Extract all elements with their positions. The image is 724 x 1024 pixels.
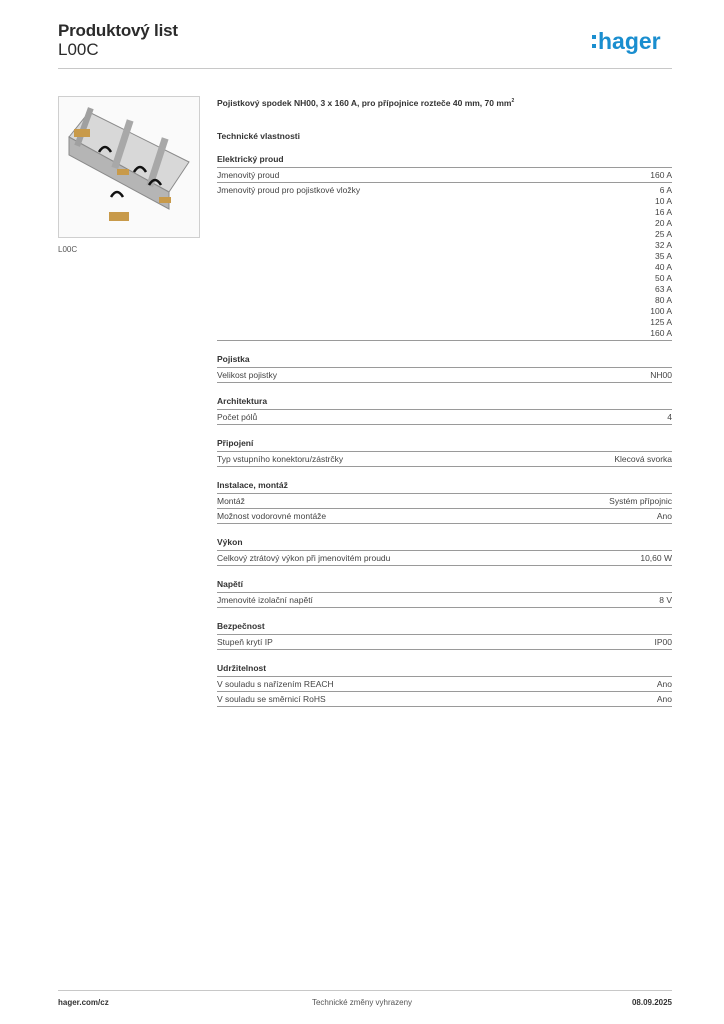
- property-value: 160 A: [650, 328, 672, 338]
- property-value: 10,60 W: [640, 553, 672, 563]
- property-value: 32 A: [654, 240, 672, 250]
- property-value: 16 A: [654, 207, 672, 217]
- section-title: Připojení: [217, 438, 672, 452]
- section-title: Udržitelnost: [217, 663, 672, 677]
- image-caption: L00C: [58, 245, 78, 254]
- property-value: 25 A: [654, 229, 672, 239]
- property-value: 6 A: [659, 185, 672, 195]
- property-row: Montáž Systém přípojnic: [217, 494, 672, 509]
- section-title: Elektrický proud: [217, 154, 672, 168]
- property-value: 160 A: [650, 170, 672, 180]
- property-values: Ano: [657, 694, 672, 705]
- property-row: V souladu s nařízením REACH Ano: [217, 677, 672, 692]
- property-row: Stupeň krytí IP IP00: [217, 635, 672, 650]
- property-value: 125 A: [650, 317, 672, 327]
- property-value: 100 A: [650, 306, 672, 316]
- footer-website: hager.com/cz: [58, 998, 109, 1007]
- property-label: Počet pólů: [217, 412, 258, 422]
- property-label: Celkový ztrátový výkon při jmenovitém pr…: [217, 553, 391, 563]
- property-values: 8 V: [659, 595, 672, 606]
- header-divider: [58, 68, 672, 69]
- property-value: 4: [667, 412, 672, 422]
- property-value: Ano: [656, 694, 672, 704]
- property-row: Jmenovitý proud pro pojistkové vložky 6 A…: [217, 183, 672, 341]
- property-value: Klecová svorka: [614, 454, 672, 464]
- product-details: Pojistkový spodek NH00, 3 x 160 A, pro p…: [217, 95, 672, 707]
- section-title: Architektura: [217, 396, 672, 410]
- property-value: 10 A: [654, 196, 672, 206]
- section-title: Výkon: [217, 537, 672, 551]
- property-row: Typ vstupního konektoru/zástrčky Klecová …: [217, 452, 672, 467]
- property-value: 80 A: [654, 295, 672, 305]
- fuse-base-picture: [68, 107, 190, 221]
- property-label: Typ vstupního konektoru/zástrčky: [217, 454, 344, 464]
- property-value: 40 A: [654, 262, 672, 272]
- property-row: Možnost vodorovné montáže Ano: [217, 509, 672, 524]
- property-value: Ano: [656, 679, 672, 689]
- property-values: Ano: [657, 511, 672, 522]
- property-row: Celkový ztrátový výkon při jmenovitém pr…: [217, 551, 672, 566]
- property-value: IP00: [654, 637, 673, 647]
- section-title: Napětí: [217, 579, 672, 593]
- section-title: Pojistka: [217, 354, 672, 368]
- property-value: 63 A: [654, 284, 672, 294]
- property-row: V souladu se směrnicí RoHS Ano: [217, 692, 672, 707]
- property-values: NH00: [650, 370, 672, 381]
- product-image: [58, 96, 200, 238]
- footer-date: 08.09.2025: [631, 998, 672, 1007]
- product-code: L00C: [58, 40, 99, 59]
- technical-properties-title: Technické vlastnosti: [217, 131, 300, 141]
- property-label: Jmenovitý proud: [217, 170, 280, 180]
- property-values: Systém přípojnic: [609, 496, 672, 507]
- property-value: 35 A: [654, 251, 672, 261]
- property-values: 160 A: [650, 170, 672, 181]
- property-values: IP00: [655, 637, 673, 648]
- property-label: Jmenovitý proud pro pojistkové vložky: [217, 185, 361, 195]
- footer-divider: [58, 990, 672, 991]
- property-label: V souladu se směrnicí RoHS: [217, 694, 326, 704]
- property-label: Stupeň krytí IP: [217, 637, 273, 647]
- section-title: Instalace, montáž: [217, 480, 672, 494]
- property-value: NH00: [650, 370, 672, 380]
- footer-note: Technické změny vyhrazeny: [311, 998, 413, 1007]
- property-row: Počet pólů 4: [217, 410, 672, 425]
- product-description: Pojistkový spodek NH00, 3 x 160 A, pro p…: [217, 97, 515, 108]
- logo-text: hager: [598, 28, 661, 54]
- property-values: Klecová svorka: [614, 454, 672, 465]
- property-row: Jmenovité izolační napětí 8 V: [217, 593, 672, 608]
- property-label: V souladu s nařízením REACH: [217, 679, 334, 689]
- property-label: Možnost vodorovné montáže: [217, 511, 327, 521]
- property-label: Jmenovité izolační napětí: [217, 595, 313, 605]
- property-value: 20 A: [654, 218, 672, 228]
- property-values: 10,60 W: [640, 553, 672, 564]
- property-value: Systém přípojnic: [609, 496, 672, 506]
- property-values: Ano: [657, 679, 672, 690]
- section-title: Bezpečnost: [217, 621, 672, 635]
- property-label: Velikost pojistky: [217, 370, 277, 380]
- hager-logo-icon: hager: [592, 28, 661, 54]
- property-row: Velikost pojistky NH00: [217, 368, 672, 383]
- property-label: Montáž: [217, 496, 245, 506]
- property-values: 4: [667, 412, 672, 423]
- page-title: Produktový list: [58, 21, 178, 40]
- property-value: 50 A: [654, 273, 672, 283]
- property-value: Ano: [656, 511, 672, 521]
- property-row: Jmenovitý proud 160 A: [217, 168, 672, 183]
- property-value: 8 V: [659, 595, 672, 605]
